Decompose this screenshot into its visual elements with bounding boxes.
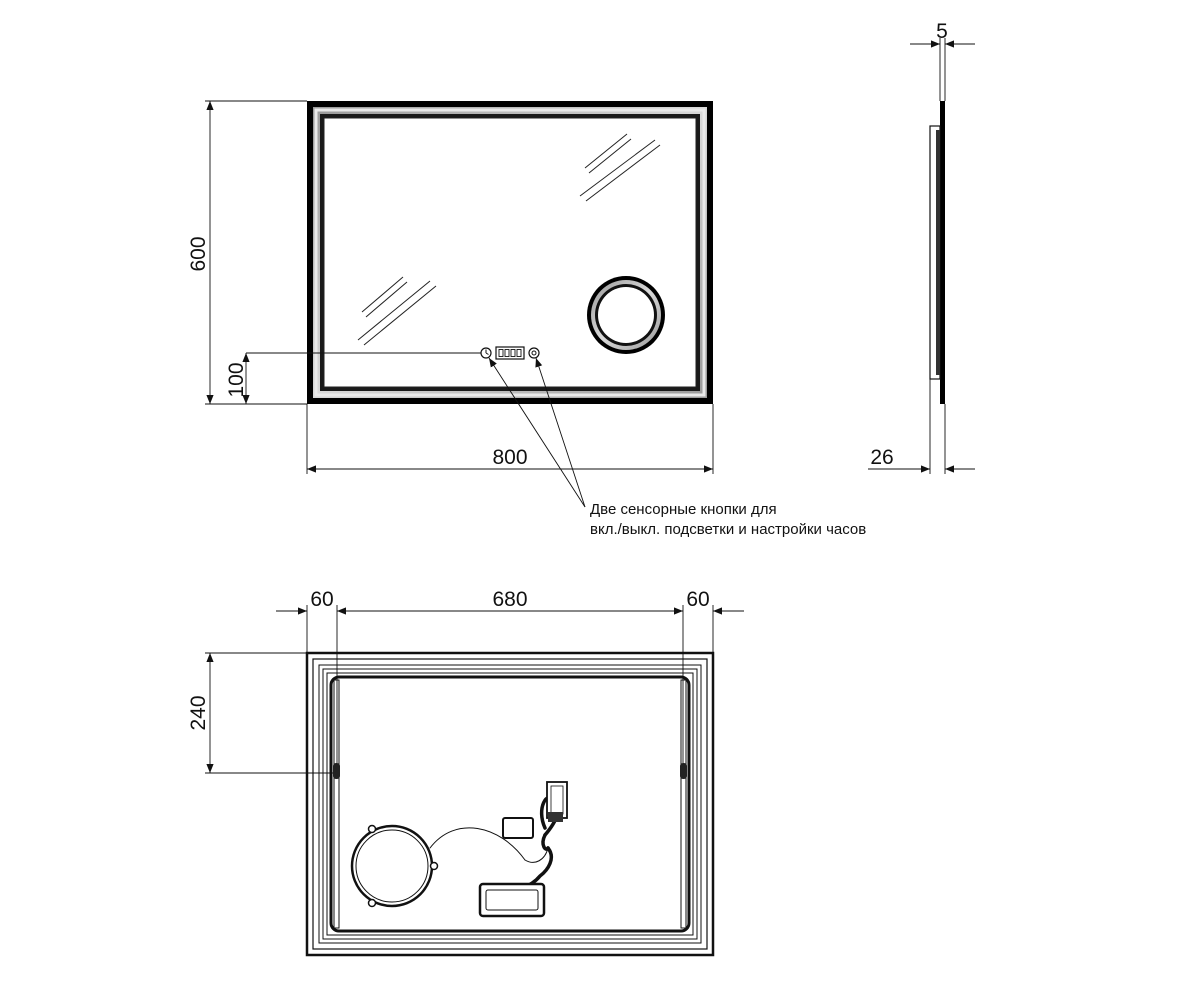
mounting-rails xyxy=(333,679,687,929)
height-dimension xyxy=(205,100,307,405)
sensor-callout-line1: Две сенсорные кнопки для xyxy=(590,501,777,518)
clock-icon xyxy=(480,347,492,359)
plug-block xyxy=(548,812,563,822)
magnifier-mirror xyxy=(587,276,665,354)
reflection-marks xyxy=(357,133,661,346)
back-view: 60 680 60 240 xyxy=(187,588,744,957)
height-label: 600 xyxy=(187,236,210,271)
mount-height-label: 240 xyxy=(187,695,210,730)
left-hanger xyxy=(333,763,340,779)
control-module xyxy=(478,882,546,918)
right-hanger xyxy=(680,763,687,779)
mount-spacing-label: 680 xyxy=(492,588,527,611)
glass-thickness-dimension xyxy=(910,38,975,101)
front-view: 600 100 800 Две сенсорные кнопки для вкл… xyxy=(187,100,866,538)
settings-icon xyxy=(528,347,540,359)
sensor-callout-line2: вкл./выкл. подсветки и настройки часов xyxy=(590,521,866,538)
mount-spacing-dimension xyxy=(276,605,744,763)
sensor-callout-leaders xyxy=(488,357,586,508)
side-glass xyxy=(940,101,945,404)
touch-panel xyxy=(480,346,540,360)
clock-display xyxy=(495,346,525,360)
led-driver-box xyxy=(502,817,534,839)
sensor-height-dimension xyxy=(242,352,481,404)
width-label: 800 xyxy=(492,446,527,469)
side-view: 5 26 xyxy=(868,20,975,474)
magnifier-housing xyxy=(350,824,439,908)
mount-height-dimension xyxy=(205,652,333,774)
depth-label: 26 xyxy=(870,446,893,469)
depth-dimension xyxy=(868,379,975,474)
right-offset-label: 60 xyxy=(686,588,709,611)
sensor-height-label: 100 xyxy=(225,362,248,397)
glass-thickness-label: 5 xyxy=(936,20,948,43)
width-dimension xyxy=(306,404,714,474)
left-offset-label: 60 xyxy=(310,588,333,611)
